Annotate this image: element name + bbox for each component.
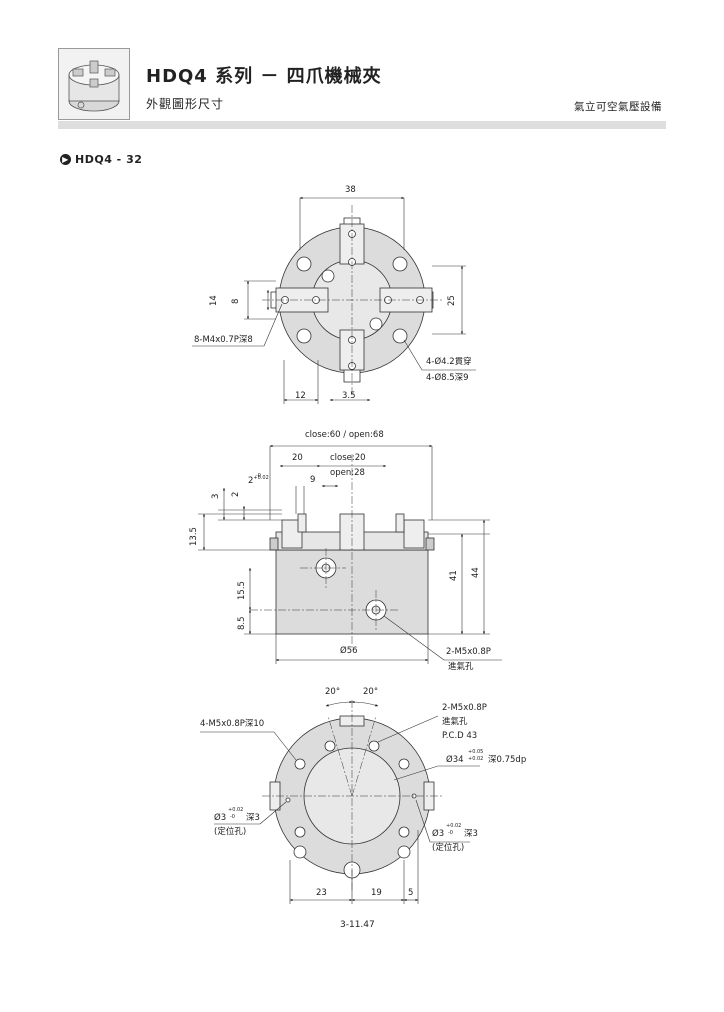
dim-15-5: 15.5: [237, 581, 247, 600]
dim-stroke: close:60 / open:68: [305, 430, 384, 440]
pin-right-note: (定位孔): [432, 843, 465, 853]
dim-9: 9: [310, 475, 316, 485]
dim-2-tol: 2+0.02: [248, 475, 269, 486]
pin-left-upper-tol: +0.02: [228, 807, 244, 813]
port-note-inlet: 進氣孔: [448, 662, 474, 672]
pin-right-upper-tol: +0.02: [446, 823, 462, 829]
top-view: [192, 196, 476, 404]
hole-note-counterbore: 4-Ø8.5深9: [426, 373, 469, 383]
page-subtitle: 外觀圖形尺寸: [146, 97, 225, 111]
tap-note: 8-M4x0.7P深8: [194, 335, 253, 345]
bore-upper-tol: +0.05: [468, 749, 484, 755]
pin-right-diameter: Ø3: [432, 829, 445, 839]
dim-19: 19: [371, 888, 382, 898]
dim-8-5: 8.5: [237, 616, 247, 630]
bottom-port-inlet: 進氣孔: [442, 717, 468, 727]
dim-44: 44: [471, 567, 481, 578]
angle-right: 20°: [363, 687, 379, 697]
product-thumbnail: [58, 48, 130, 120]
model-label: HDQ4 - 32: [75, 153, 143, 166]
pin-left-depth: 深3: [246, 813, 260, 823]
port-note-thread: 2-M5x0.8P: [446, 647, 491, 657]
dim-5: 5: [408, 888, 414, 898]
pin-left-note: (定位孔): [214, 827, 247, 837]
angle-left: 20°: [325, 687, 341, 697]
bottom-port-pcd: P.C.D 43: [442, 731, 478, 741]
pin-left-lower-tol: -0: [230, 814, 235, 820]
dim-3-5: 3.5: [342, 391, 356, 401]
dim-13-5: 13.5: [189, 527, 199, 546]
brand-name: 氣立可空氣壓設備: [574, 101, 662, 113]
bore-depth: 深0.75dp: [488, 755, 527, 765]
pin-right-depth: 深3: [464, 829, 478, 839]
bore-lower-tol: +0.02: [468, 756, 484, 762]
dim-close-20: close:20: [330, 453, 366, 463]
dim-3: 3: [211, 493, 221, 499]
dim-8: 8: [231, 298, 241, 304]
dim-2-tol-lower: -0: [256, 473, 261, 479]
front-view: [198, 444, 502, 664]
model-heading: ▶ HDQ4 - 32: [60, 153, 142, 166]
dim-23: 23: [316, 888, 327, 898]
dim-20: 20: [292, 453, 303, 463]
dim-25: 25: [447, 295, 457, 306]
header-divider: [58, 121, 666, 129]
dim-diameter-56: Ø56: [340, 646, 358, 656]
page-number: 3-11.47: [340, 920, 375, 930]
hole-note-through: 4-Ø4.2貫穿: [426, 357, 472, 367]
bottom-tap-note: 4-M5x0.8P深10: [200, 719, 265, 729]
gripper-thumbnail-icon: [68, 60, 120, 112]
bottom-view: [200, 700, 480, 904]
page-title: HDQ4 系列 － 四爪機械夾: [146, 66, 382, 87]
dim-14: 14: [209, 295, 219, 306]
circle-arrow-icon: ▶: [60, 154, 71, 165]
pin-right-lower-tol: -0: [448, 830, 453, 836]
dim-width: 38: [345, 185, 356, 195]
dim-12: 12: [295, 391, 306, 401]
dim-open-28: open:28: [330, 468, 365, 478]
bore-diameter: Ø34: [446, 755, 464, 765]
dim-2b: 2: [231, 491, 241, 497]
dim-41: 41: [449, 570, 459, 581]
pin-left-diameter: Ø3: [214, 813, 227, 823]
bottom-port-thread: 2-M5x0.8P: [442, 703, 487, 713]
